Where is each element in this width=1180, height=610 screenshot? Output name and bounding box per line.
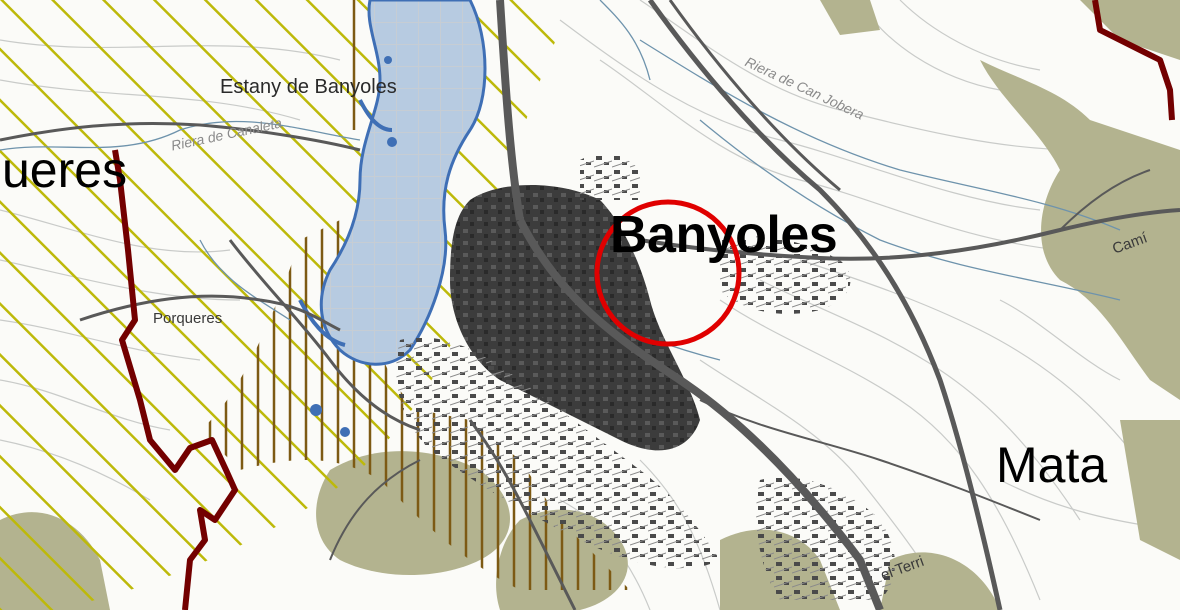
town-label-left: ueres bbox=[2, 142, 128, 198]
marker-layer bbox=[594, 199, 742, 347]
lake bbox=[298, 0, 487, 437]
red-circle-marker-icon bbox=[594, 199, 742, 347]
stream-layer bbox=[0, 0, 1121, 361]
lake-label: Estany de Banyoles bbox=[220, 76, 397, 98]
locality-label: Porqueres bbox=[153, 310, 223, 327]
city-label[interactable]: Banyoles bbox=[610, 206, 838, 264]
boundary-layer bbox=[112, 0, 1175, 610]
town-label-right: Mata bbox=[996, 437, 1108, 493]
